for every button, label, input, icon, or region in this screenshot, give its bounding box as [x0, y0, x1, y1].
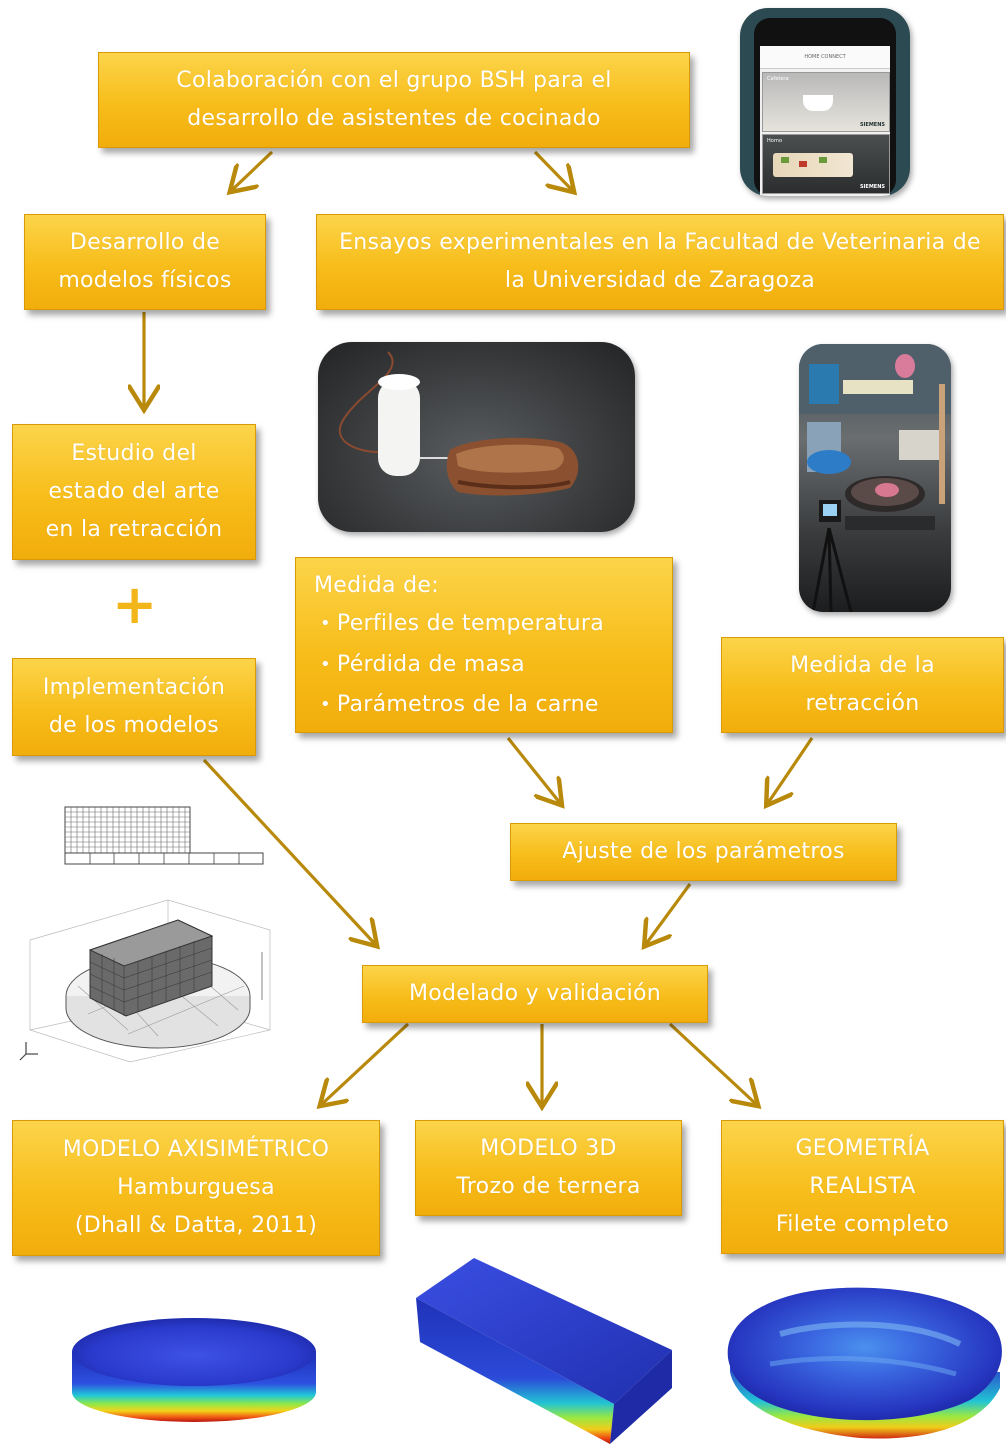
box-3d-line-1: MODELO 3D: [480, 1136, 617, 1161]
mesh-2d-figure: [64, 806, 264, 865]
beef-block-heatmap: [416, 1258, 672, 1444]
smartphone-screen: HOME CONNECT Cafetera SIEMENS Horno SIEM…: [760, 46, 890, 196]
box-bsh-collaboration: Colaboración con el grupo BSH para el de…: [98, 52, 690, 148]
box-ensayos-experimentales: Ensayos experimentales en la Facultad de…: [316, 214, 1004, 310]
box-ajuste-parametros: Ajuste de los parámetros: [510, 823, 897, 881]
app-brand: SIEMENS: [859, 184, 885, 190]
app-item-cafetera: Cafetera SIEMENS: [762, 72, 890, 132]
mesh-3d-figure: [19, 899, 271, 1063]
box-geometria-line-1: GEOMETRÍA: [795, 1136, 930, 1161]
box-ajuste-line-1: Ajuste de los parámetros: [562, 839, 845, 864]
arrow-implementacion-to-modelado: [202, 758, 375, 944]
box-modelo-axisimetrico: MODELO AXISIMÉTRICO Hamburguesa (Dhall &…: [12, 1120, 380, 1256]
box-axisimetrico-line-3: (Dhall & Datta, 2011): [74, 1213, 318, 1238]
box-3d-line-2: Trozo de ternera: [456, 1174, 641, 1199]
coffee-cup-icon: [803, 95, 833, 111]
box-estudio-line-2: estado del arte: [48, 479, 220, 504]
plus-sign: +: [112, 573, 158, 636]
box-estudio-estado-arte: Estudio del estado del arte en la retrac…: [12, 424, 256, 560]
box-medida-bullet-list: •Perfiles de temperatura •Pérdida de mas…: [314, 604, 604, 726]
box-desarrollo-line-1: Desarrollo de: [69, 230, 221, 255]
bullet-dot-icon: •: [320, 694, 331, 715]
smartphone-photo: HOME CONNECT Cafetera SIEMENS Horno SIEM…: [740, 8, 910, 196]
arrow-modelado-to-axisimetrico: [322, 1022, 410, 1104]
app-brand: SIEMENS: [859, 122, 885, 128]
arrow-medida-to-ajuste: [506, 737, 560, 803]
box-retraccion-line-2: retracción: [805, 691, 920, 716]
bullet-dot-icon: •: [320, 653, 331, 675]
box-ensayos-line-2: la Universidad de Zaragoza: [504, 268, 816, 293]
bullet-text: Pérdida de masa: [336, 651, 525, 677]
meat-probe-photo: [318, 342, 635, 532]
box-modelado-line-1: Modelado y validación: [408, 981, 662, 1006]
app-item-horno-label: Horno: [767, 138, 783, 144]
app-title: HOME CONNECT: [760, 46, 890, 69]
box-medida-retraccion: Medida de la retracción: [721, 637, 1004, 733]
arrow-bsh-to-desarrollo: [232, 150, 274, 190]
box-axisimetrico-line-2: Hamburguesa: [117, 1175, 275, 1200]
box-implementacion-modelos: Implementación de los modelos: [12, 658, 256, 756]
box-retraccion-line-1: Medida de la: [790, 653, 935, 678]
box-medida-title: Medida de:: [314, 573, 439, 598]
box-bsh-line-1: Colaboración con el grupo BSH para el: [176, 68, 612, 93]
box-medida-de: Medida de: •Perfiles de temperatura •Pér…: [295, 557, 673, 733]
bullet-text: Parámetros de la carne: [336, 692, 599, 717]
bullet-text: Perfiles de temperatura: [336, 611, 605, 636]
arrow-modelado-to-geometria: [668, 1022, 756, 1104]
arrow-retraccion-to-ajuste: [768, 737, 814, 803]
box-estudio-line-1: Estudio del: [71, 441, 197, 466]
bullet-item: •Perfiles de temperatura: [314, 604, 604, 645]
box-implementacion-line-2: de los modelos: [48, 713, 220, 738]
box-ensayos-line-1: Ensayos experimentales en la Facultad de…: [339, 230, 981, 255]
steak-heatmap: [727, 1287, 1002, 1439]
box-axisimetrico-line-1: MODELO AXISIMÉTRICO: [62, 1137, 330, 1162]
box-modelo-3d: MODELO 3D Trozo de ternera: [415, 1120, 682, 1216]
bullet-dot-icon: •: [320, 613, 331, 634]
box-bsh-line-2: desarrollo de asistentes de cocinado: [187, 106, 601, 131]
box-geometria-line-3: Filete completo: [775, 1212, 950, 1237]
app-item-horno: Horno SIEMENS: [762, 134, 890, 194]
box-geometria-realista: GEOMETRÍA REALISTA Filete completo: [721, 1120, 1004, 1254]
bullet-item: •Pérdida de masa: [314, 645, 604, 686]
bullet-item: •Parámetros de la carne: [314, 685, 604, 726]
lab-setup-photo: [799, 344, 951, 612]
arrow-ajuste-to-modelado: [646, 883, 692, 944]
box-geometria-line-2: REALISTA: [809, 1174, 916, 1199]
arrow-bsh-to-ensayos: [533, 150, 572, 190]
box-desarrollo-modelos: Desarrollo de modelos físicos: [24, 214, 266, 310]
box-implementacion-line-1: Implementación: [42, 675, 226, 700]
box-desarrollo-line-2: modelos físicos: [58, 268, 232, 293]
burger-heatmap: [72, 1318, 316, 1422]
box-estudio-line-3: en la retracción: [45, 517, 223, 542]
app-item-cafetera-label: Cafetera: [767, 76, 789, 82]
box-modelado-validacion: Modelado y validación: [362, 965, 708, 1023]
